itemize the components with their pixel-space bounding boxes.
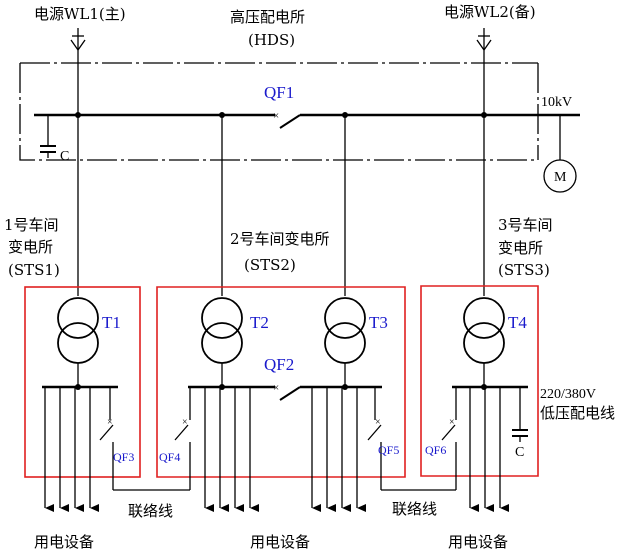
sts1-feeders xyxy=(44,387,99,512)
equipment-label-2: 用电设备 xyxy=(250,533,310,551)
sts3-box xyxy=(420,285,539,477)
hds-name-label: 高压配电所 xyxy=(230,8,305,26)
qf5-breaker: × xyxy=(367,387,382,490)
sts2-box xyxy=(156,286,406,478)
equipment-label-1: 用电设备 xyxy=(34,533,94,551)
svg-text:×: × xyxy=(107,417,113,428)
t4-label: T4 xyxy=(508,313,527,332)
bus-voltage-label: 10kV xyxy=(541,95,572,110)
svg-text:×: × xyxy=(449,417,455,428)
qf3-breaker: × xyxy=(99,387,114,490)
sts3-line1: 3号车间 xyxy=(498,216,553,234)
tie-line-right-label: 联络线 xyxy=(392,500,437,518)
source-wl2 xyxy=(476,28,492,115)
motor-label: M xyxy=(554,170,567,185)
qf4-breaker: × xyxy=(174,387,191,490)
transformer-t3 xyxy=(324,297,366,364)
cap-lv-label: C xyxy=(515,445,524,460)
hv-capacitor xyxy=(40,115,56,158)
sts2-line2: (STS2) xyxy=(244,256,296,274)
lv-voltage-label: 220/380V xyxy=(540,387,596,402)
svg-text:×: × xyxy=(273,110,279,122)
source-backup-label: 电源WL2(备) xyxy=(444,3,536,21)
svg-text:×: × xyxy=(273,382,279,394)
sts1-line3: (STS1) xyxy=(8,261,60,279)
qf3-label: QF3 xyxy=(113,450,134,464)
equipment-label-3: 用电设备 xyxy=(448,533,508,551)
svg-text:×: × xyxy=(375,417,381,428)
tie-line-left-label: 联络线 xyxy=(128,502,173,520)
sts1-line2: 变电所 xyxy=(8,238,53,256)
qf1-label: QF1 xyxy=(264,83,294,102)
sts1-box xyxy=(24,286,141,478)
qf6-breaker: × xyxy=(441,387,457,490)
qf5-label: QF5 xyxy=(378,443,399,457)
transformer-t2 xyxy=(201,297,243,364)
hds-code-label: (HDS) xyxy=(248,31,295,49)
qf1-breaker: × xyxy=(273,110,301,129)
svg-text:×: × xyxy=(182,417,188,428)
lv-line-label: 低压配电线 xyxy=(540,404,615,422)
sts1-line1: 1号车间 xyxy=(4,216,59,234)
t1-label: T1 xyxy=(102,313,121,332)
source-main-label: 电源WL1(主) xyxy=(34,5,126,23)
t2-label: T2 xyxy=(250,313,269,332)
transformer-t1 xyxy=(57,297,99,364)
sts3-line3: (STS3) xyxy=(498,261,550,279)
lv-capacitor xyxy=(512,387,528,442)
hds-enclosure xyxy=(19,62,538,161)
sts3-feeders xyxy=(469,387,509,512)
cap-hv-label: C xyxy=(60,149,69,164)
sts2-feeders xyxy=(204,387,366,512)
source-wl1 xyxy=(70,28,86,115)
qf6-label: QF6 xyxy=(425,443,446,457)
qf2-breaker: × xyxy=(273,382,301,401)
qf4-label: QF4 xyxy=(159,450,180,464)
qf2-label: QF2 xyxy=(264,355,294,374)
transformer-t4 xyxy=(463,297,505,364)
t3-label: T3 xyxy=(369,313,388,332)
motor xyxy=(543,115,577,193)
sts3-line2: 变电所 xyxy=(498,239,543,257)
sts2-line1: 2号车间变电所 xyxy=(230,230,330,248)
